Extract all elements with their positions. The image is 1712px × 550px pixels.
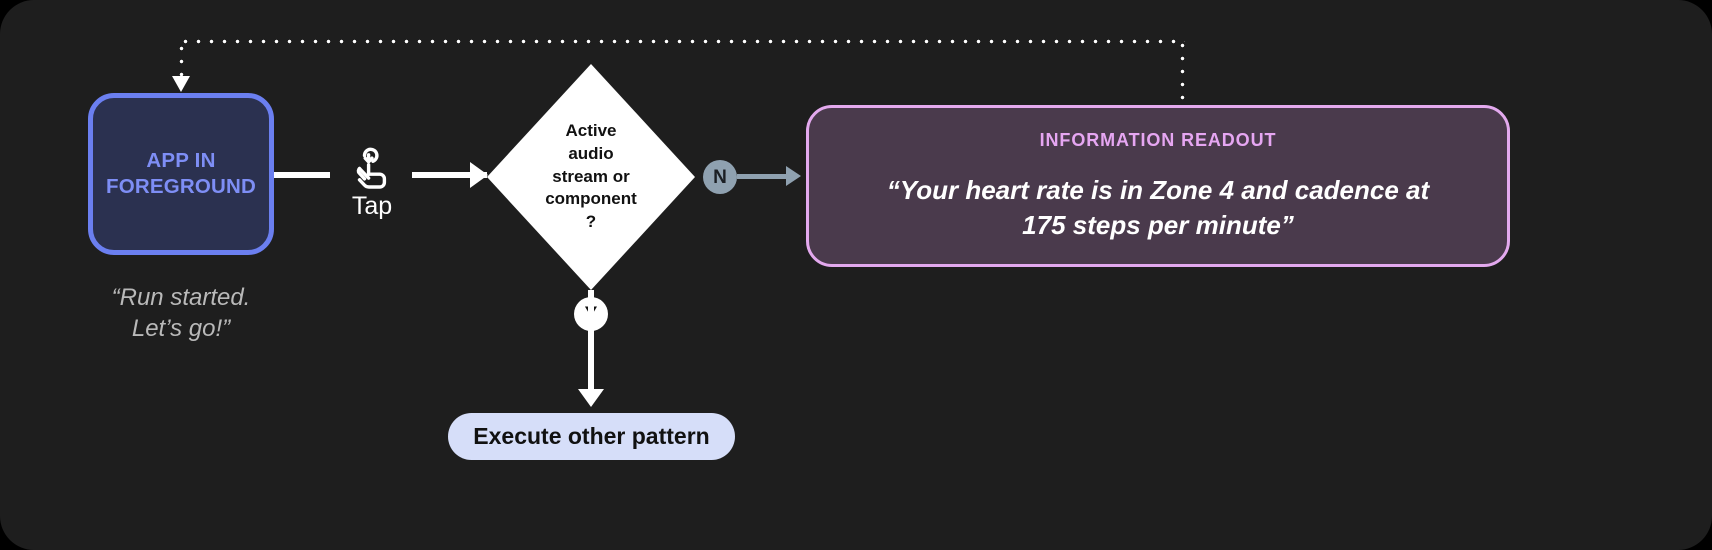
feedback-loop-top-segment — [179, 39, 1185, 44]
branch-badge-no: N — [703, 160, 737, 194]
interaction-tap[interactable]: Tap — [330, 142, 414, 219]
node-app-label: APP IN FOREGROUND — [105, 148, 257, 198]
edge-tap-to-decision — [412, 172, 487, 178]
feedback-loop-arrowhead — [172, 76, 190, 92]
feedback-loop-left-segment — [179, 42, 184, 80]
edge-decision-arrowhead — [470, 162, 488, 188]
node-app-in-foreground[interactable]: APP IN FOREGROUND — [88, 93, 274, 255]
edge-yes-to-terminal — [588, 290, 594, 391]
edge-app-to-tap — [274, 172, 330, 178]
decision-label: Active audio stream or component ? — [545, 121, 637, 231]
terminal-label: Execute other pattern — [473, 423, 710, 449]
edge-readout-arrowhead — [786, 166, 801, 186]
readout-heading: INFORMATION READOUT — [1039, 129, 1277, 150]
node-information-readout[interactable]: INFORMATION READOUT “Your heart rate is … — [806, 105, 1510, 267]
tap-hand-icon — [356, 147, 387, 189]
node-execute-other-pattern[interactable]: Execute other pattern — [448, 413, 735, 460]
node-app-caption: “Run started. Let’s go!” — [111, 284, 251, 342]
edge-no-to-readout — [737, 174, 789, 179]
edge-terminal-arrowhead — [578, 389, 604, 407]
readout-body: “Your heart rate is in Zone 4 and cadenc… — [886, 174, 1430, 240]
node-decision-audio-stream[interactable]: Active audio stream or component ? — [487, 64, 695, 290]
feedback-loop-right-segment — [1180, 39, 1185, 107]
interaction-tap-label: Tap — [351, 192, 393, 220]
